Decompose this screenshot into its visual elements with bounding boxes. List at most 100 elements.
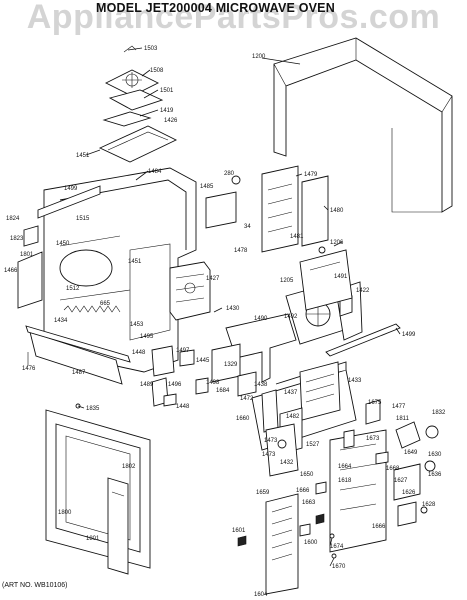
part-label: 1823 bbox=[10, 236, 24, 242]
part-label: 1473 bbox=[264, 438, 278, 444]
part-label: 1482 bbox=[286, 414, 300, 420]
part-label: 1206 bbox=[330, 240, 344, 246]
small-part-1600 bbox=[299, 523, 311, 537]
part-label: 1675 bbox=[368, 400, 382, 406]
part-label: 1419 bbox=[160, 108, 174, 114]
part-label: 1451 bbox=[76, 153, 90, 159]
part-label: 1499 bbox=[64, 186, 78, 192]
diagram-title: MODEL JET200004 MICROWAVE OVEN bbox=[96, 1, 335, 15]
part-label: 1802 bbox=[122, 464, 136, 470]
part-label: 1670 bbox=[332, 564, 346, 570]
part-label: 1666 bbox=[296, 488, 310, 494]
part-label: 1600 bbox=[304, 540, 318, 546]
watermark-text: AppliancePartsPros.com bbox=[26, 0, 441, 36]
part-label: 1811 bbox=[396, 416, 410, 422]
part-label: 1508 bbox=[150, 68, 164, 74]
control-board bbox=[329, 399, 439, 553]
part-label: 1451 bbox=[128, 259, 142, 265]
rear-bracket bbox=[299, 246, 353, 311]
part-label: 1205 bbox=[280, 278, 294, 284]
part-label: 1477 bbox=[392, 404, 406, 410]
part-label: 1824 bbox=[6, 216, 20, 222]
part-label: 34 bbox=[244, 224, 251, 230]
part-label: 1484 bbox=[148, 169, 162, 175]
part-label: 1497 bbox=[176, 348, 190, 354]
part-label: 1437 bbox=[284, 390, 298, 396]
part-label: 280 bbox=[224, 171, 235, 177]
part-labels: 1503 1508 1501 1419 1426 1451 1200 1499 … bbox=[4, 46, 446, 598]
part-label: 1438 bbox=[254, 382, 268, 388]
part-label: 1445 bbox=[196, 358, 210, 364]
outer-case bbox=[273, 37, 453, 213]
part-label: 1664 bbox=[338, 464, 352, 470]
part-label: 1473 bbox=[262, 452, 276, 458]
air-duct bbox=[205, 165, 329, 253]
part-label: 665 bbox=[100, 301, 111, 307]
part-label: 1495 bbox=[140, 334, 154, 340]
part-label: 1498 bbox=[206, 380, 220, 386]
touch-panel bbox=[265, 493, 299, 595]
part-label: 1515 bbox=[76, 216, 90, 222]
part-label: 1501 bbox=[160, 88, 174, 94]
part-label: 1491 bbox=[334, 274, 348, 280]
part-label: 1427 bbox=[206, 276, 220, 282]
part-label: 1801 bbox=[86, 536, 100, 542]
front-flange bbox=[29, 331, 123, 385]
part-label: 1527 bbox=[306, 442, 320, 448]
part-label: 1801 bbox=[20, 252, 34, 258]
part-label: 1426 bbox=[164, 118, 178, 124]
part-label: 1481 bbox=[290, 234, 304, 240]
center-bracket bbox=[211, 313, 297, 383]
magnetron bbox=[169, 261, 211, 321]
part-label: 1627 bbox=[394, 478, 408, 484]
base-rail bbox=[25, 325, 131, 363]
part-label: 1433 bbox=[348, 378, 362, 384]
part-label: 1626 bbox=[402, 490, 416, 496]
part-label: 1476 bbox=[22, 366, 36, 372]
part-label: 1480 bbox=[330, 208, 344, 214]
part-label: 1832 bbox=[432, 410, 446, 416]
part-label: 1489 bbox=[140, 382, 154, 388]
part-label: 1432 bbox=[280, 460, 294, 466]
part-label: 1663 bbox=[302, 500, 316, 506]
part-label: 1200 bbox=[252, 54, 266, 60]
part-label: 1800 bbox=[58, 510, 72, 516]
door-assembly bbox=[45, 409, 151, 575]
part-label: 1499 bbox=[402, 332, 416, 338]
part-label: 1684 bbox=[216, 388, 230, 394]
part-label: 1448 bbox=[132, 350, 146, 356]
part-label: 1478 bbox=[234, 248, 248, 254]
part-label: 1487 bbox=[72, 370, 86, 376]
part-label: 1453 bbox=[130, 322, 144, 328]
screw-1674 bbox=[329, 533, 335, 539]
oven-cavity bbox=[43, 167, 197, 373]
part-label: 1636 bbox=[428, 472, 442, 478]
part-label: 1422 bbox=[356, 288, 370, 294]
part-label: 1674 bbox=[330, 544, 344, 550]
long-bracket bbox=[325, 323, 401, 357]
stirrer-assembly bbox=[98, 45, 178, 163]
part-label: 1835 bbox=[86, 406, 100, 412]
part-label: 1496 bbox=[168, 382, 182, 388]
small-part-1601 bbox=[237, 535, 247, 547]
part-label: 1430 bbox=[226, 306, 240, 312]
side-bracket bbox=[17, 185, 101, 309]
leader-lines bbox=[77, 47, 401, 567]
part-label: 1450 bbox=[56, 241, 70, 247]
part-label: 1448 bbox=[176, 404, 190, 410]
part-label: 1492 bbox=[284, 314, 298, 320]
part-label: 1472 bbox=[240, 396, 254, 402]
part-label: 1512 bbox=[66, 286, 80, 292]
part-label: 1485 bbox=[200, 184, 214, 190]
part-label: 1650 bbox=[300, 472, 314, 478]
part-label: 1601 bbox=[232, 528, 246, 534]
part-label: 1673 bbox=[366, 436, 380, 442]
art-number: (ART NO. WB10106) bbox=[2, 582, 68, 589]
control-panel-assembly bbox=[237, 361, 357, 477]
part-label: 1503 bbox=[144, 46, 158, 52]
screw-1670 bbox=[331, 553, 337, 559]
small-part-1663 bbox=[315, 481, 327, 495]
part-label: 1660 bbox=[236, 416, 250, 422]
part-label: 1666 bbox=[372, 524, 386, 530]
